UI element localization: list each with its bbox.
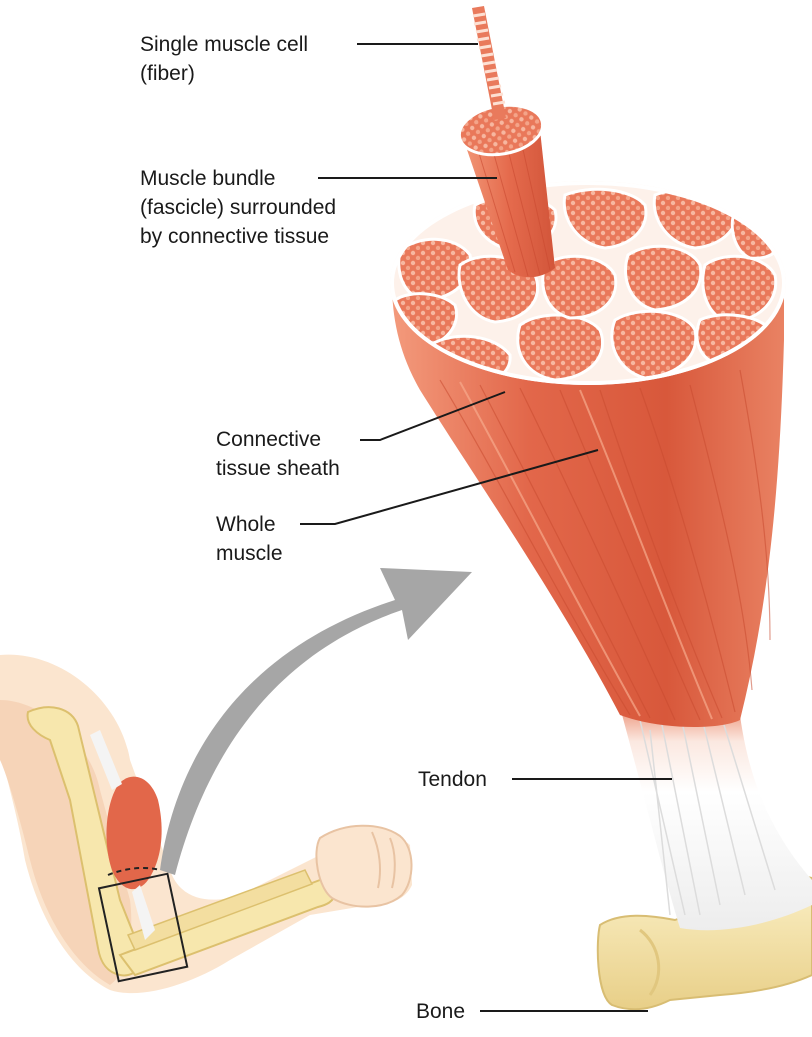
label-bundle-line1: Muscle bundle (140, 164, 336, 193)
label-bone-text: Bone (416, 997, 465, 1026)
label-single-muscle-fiber: Single muscle cell (fiber) (140, 30, 308, 88)
label-whole-muscle: Whole muscle (216, 510, 283, 568)
label-tendon-text: Tendon (418, 765, 487, 794)
tendon-shape (618, 700, 812, 930)
label-sheath-line2: tissue sheath (216, 454, 340, 483)
single-fiber (472, 6, 506, 120)
fist (316, 826, 411, 907)
label-bundle-line2: (fascicle) surrounded (140, 193, 336, 222)
magnify-arrow (160, 568, 472, 875)
label-bone: Bone (416, 997, 465, 1026)
arm-illustration (0, 655, 412, 993)
label-fiber-line2: (fiber) (140, 59, 308, 88)
label-tendon: Tendon (418, 765, 487, 794)
label-whole-line2: muscle (216, 539, 283, 568)
label-fiber-line1: Single muscle cell (140, 30, 308, 59)
label-muscle-bundle: Muscle bundle (fascicle) surrounded by c… (140, 164, 336, 251)
label-connective-tissue-sheath: Connective tissue sheath (216, 425, 340, 483)
label-bundle-line3: by connective tissue (140, 222, 336, 251)
label-whole-line1: Whole (216, 510, 283, 539)
label-sheath-line1: Connective (216, 425, 340, 454)
